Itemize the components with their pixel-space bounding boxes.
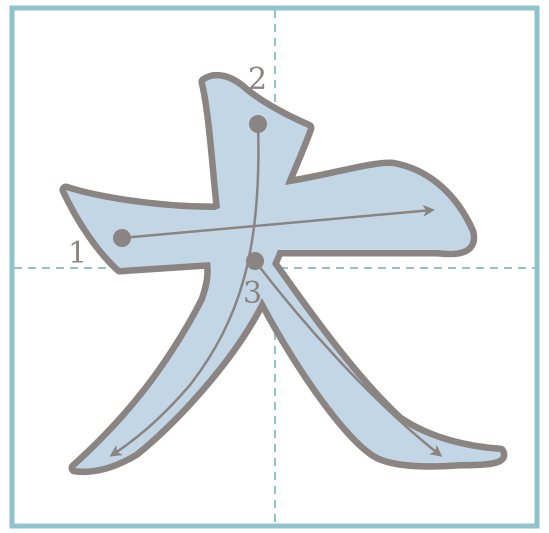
stroke-number-3: 3 <box>243 276 262 311</box>
stroke-number-1: 1 <box>68 236 87 271</box>
stroke-number-2: 2 <box>248 62 267 97</box>
